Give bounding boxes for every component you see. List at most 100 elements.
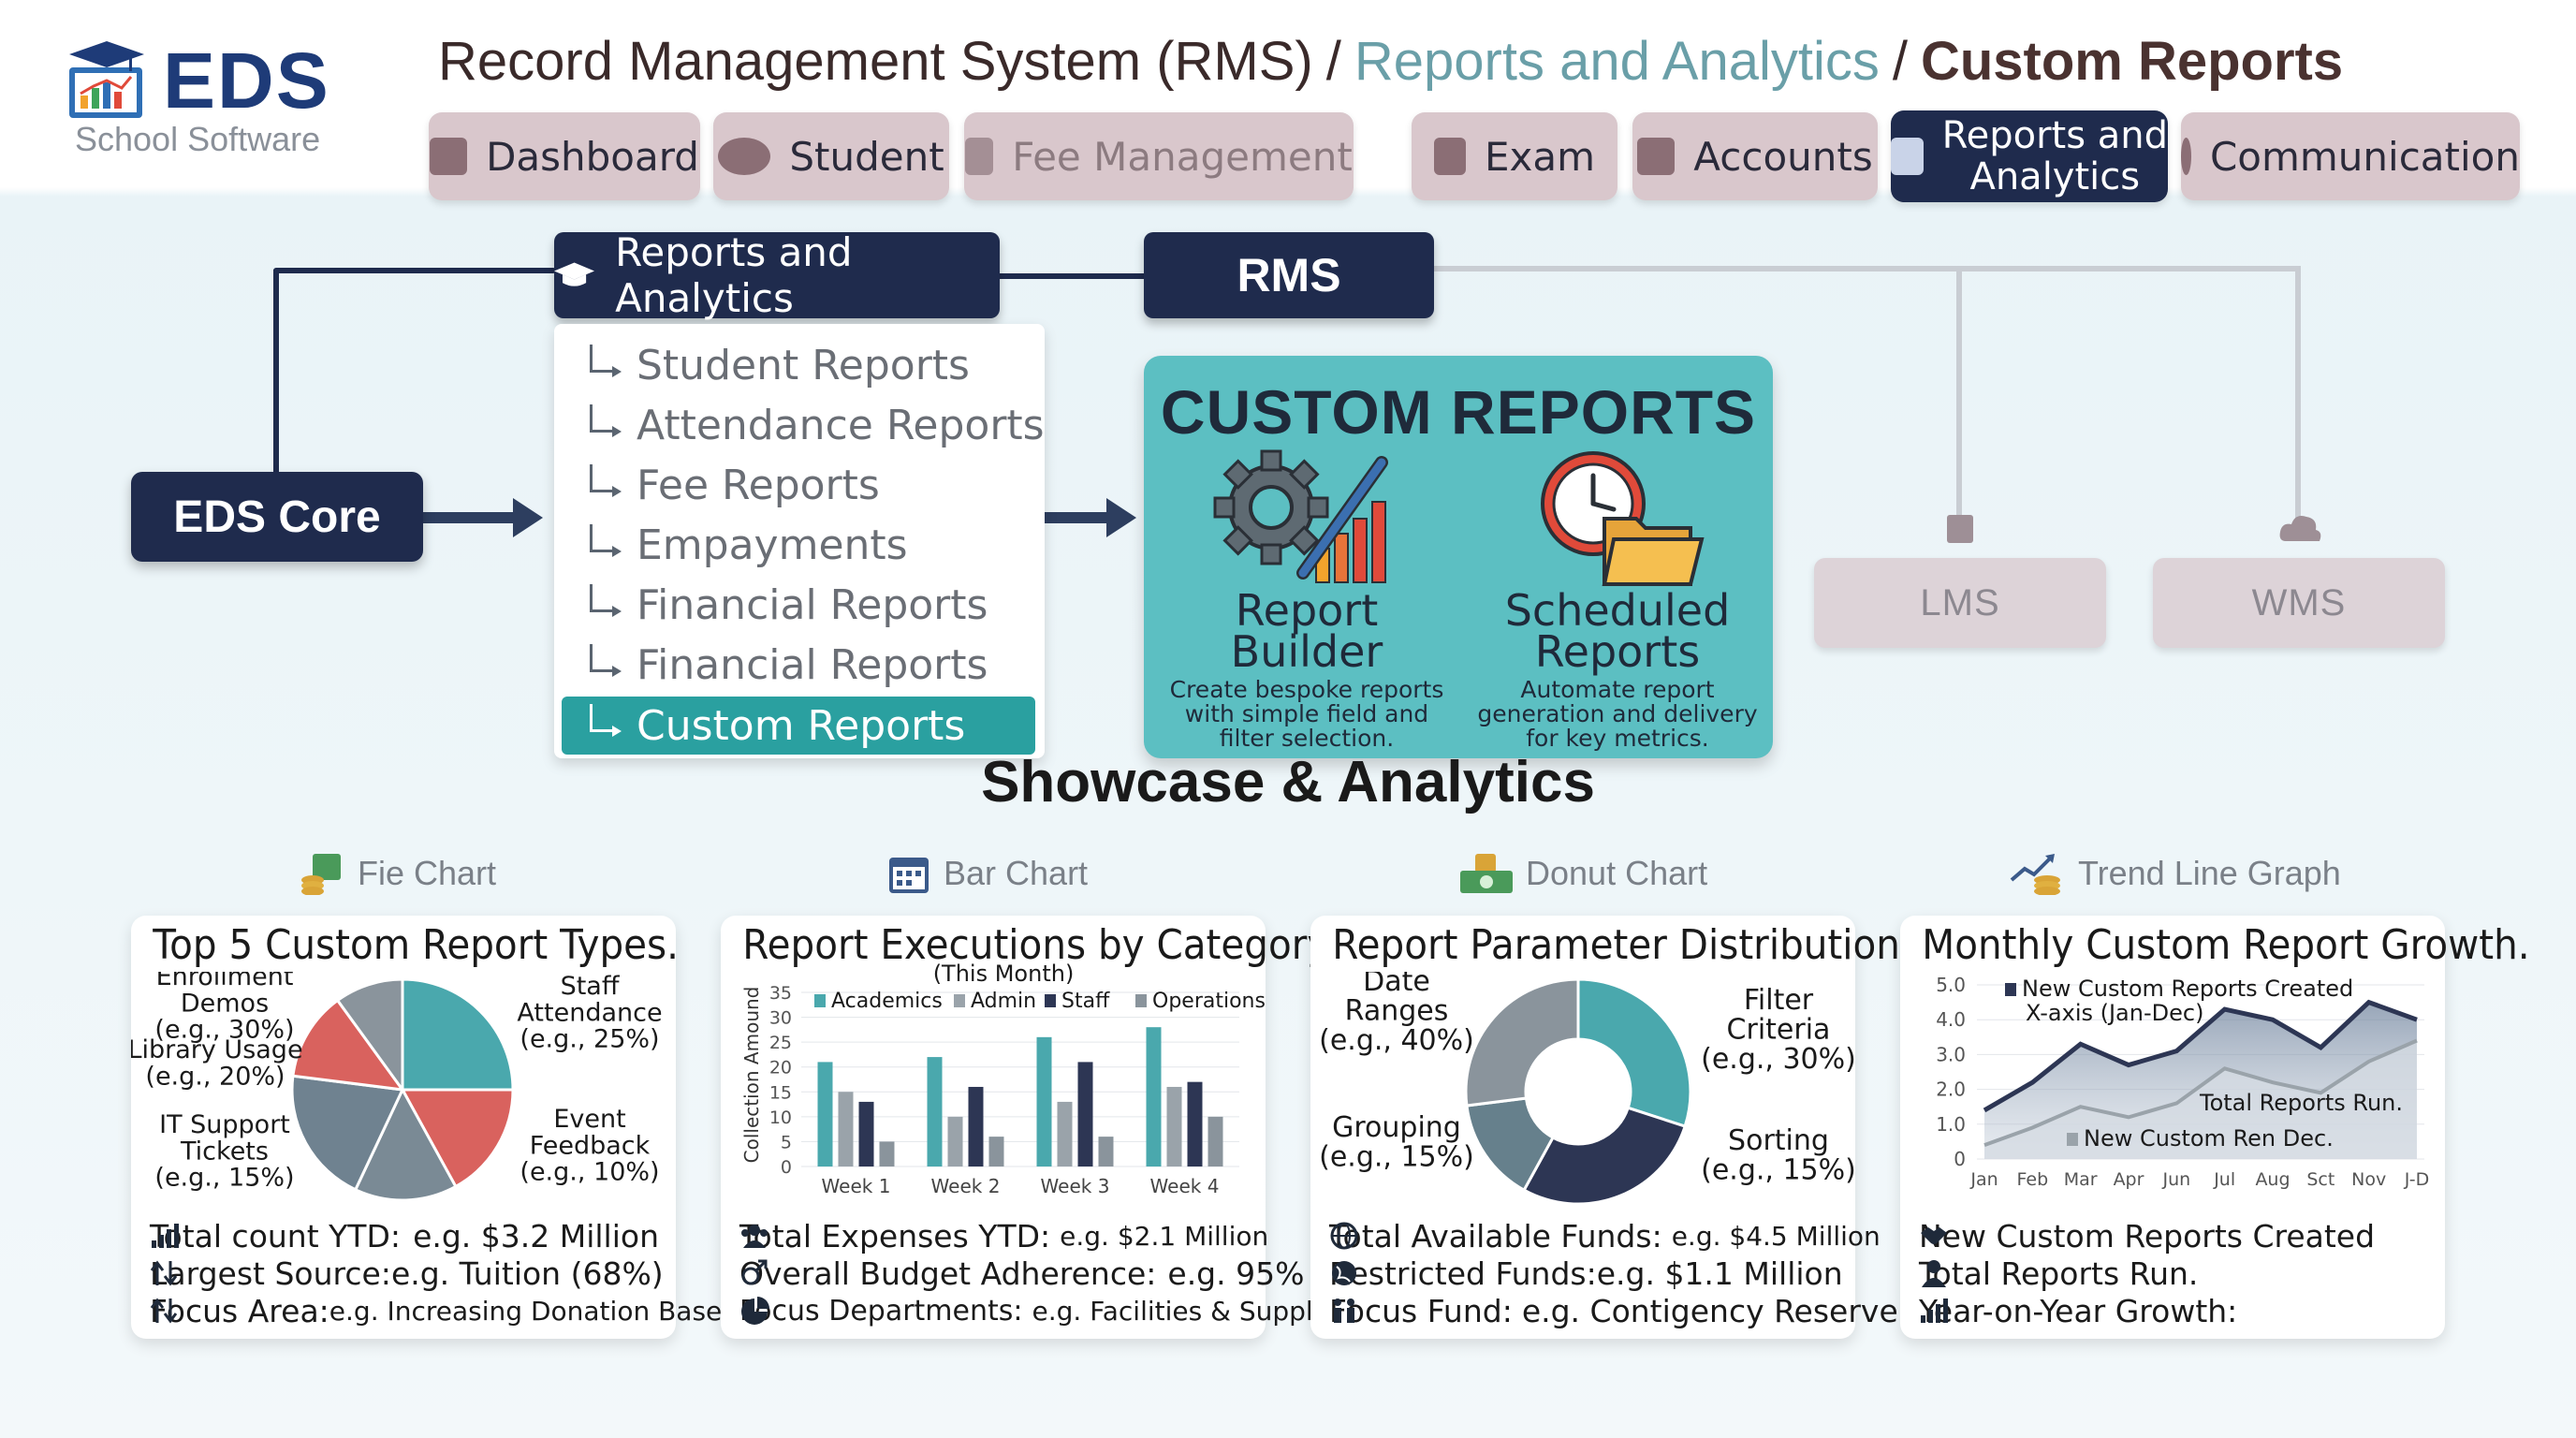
legend-entry: New Custom Ren Dec. (2084, 1125, 2334, 1152)
trend-chart-label: Trend Line Graph (2009, 852, 2341, 895)
x-tick-label: Jan (1969, 1169, 1998, 1190)
wms-node[interactable]: WMS (2153, 558, 2445, 648)
arrow-branch-icon (590, 345, 622, 377)
exam-icon (1433, 138, 1466, 175)
bar (968, 1086, 984, 1167)
pie-slice (401, 977, 515, 1092)
connector-line-gray (1434, 266, 2301, 271)
bar (858, 1101, 874, 1167)
menu-item-label: Fee Reports (637, 461, 880, 509)
menu-item-custom-reports[interactable]: Custom Reports (562, 697, 1035, 755)
bar (879, 1141, 895, 1167)
x-tick-label: Week 4 (1150, 1175, 1220, 1197)
stat-row: Restricted Funds:e.g. $1.1 Million (1329, 1255, 1843, 1292)
people-icon (1334, 1299, 1354, 1323)
donut-segment (1464, 977, 1580, 1108)
x-tick-label: J-D (2404, 1169, 2429, 1190)
user-icon (1922, 1260, 1946, 1287)
arrow-right-icon (1045, 498, 1136, 537)
stat-row: Focus Fund:e.g. Contigency Reserve (1329, 1292, 1898, 1329)
x-tick-label: Jun (2161, 1169, 2190, 1190)
connector-line-gray (1956, 266, 1962, 519)
donut-chart-label: Donut Chart (1458, 852, 1707, 895)
legend-entry: Operations (1152, 990, 1266, 1013)
pie-slice (335, 977, 404, 1094)
y-tick-label: 5 (781, 1132, 792, 1152)
dashboard-icon (430, 138, 468, 175)
y-tick-label: 0 (1954, 1148, 1966, 1170)
connector-line-gray (2295, 266, 2301, 519)
arrow-branch-icon (590, 584, 622, 617)
breadcrumb: Record Management System (RMS)/Reports a… (438, 30, 2343, 93)
rms-node[interactable]: RMS (1144, 232, 1434, 318)
y-tick-label: 1.0 (1936, 1113, 1966, 1136)
y-tick-label: 20 (769, 1058, 792, 1078)
y-axis-label: Collection Amound (740, 987, 763, 1164)
stat-row: Year-on-Year Growth: (1919, 1292, 2238, 1329)
nav-accounts-button[interactable]: Accounts (1632, 112, 1878, 200)
legend-entry: New Custom Reports Created (2022, 976, 2353, 1002)
stat-row: Overall Budget Adherence:e.g. 95% (739, 1255, 1305, 1292)
y-tick-label: 25 (769, 1033, 792, 1053)
y-tick-label: 10 (769, 1108, 792, 1128)
legend-swatch (954, 994, 965, 1007)
menu-item-financial-reports-2[interactable]: Financial Reports (562, 637, 1035, 693)
nav-dashboard-button[interactable]: Dashboard (429, 112, 700, 200)
bar-growth-icon (1921, 1299, 1948, 1323)
eds-core-node[interactable]: EDS Core (131, 472, 423, 562)
y-tick-label: 0 (781, 1157, 792, 1178)
nav-communication-button[interactable]: Communication (2181, 112, 2520, 200)
lms-node[interactable]: LMS (1814, 558, 2106, 648)
chart-annotation: X-axis (Jan-Dec) (2026, 1000, 2203, 1026)
up-down-arrows-icon (150, 1298, 178, 1324)
legend-entry: Academics (831, 990, 943, 1013)
stat-row: Focus Departments:e.g. Facilities & Supp… (739, 1294, 1351, 1328)
reports-analytics-node[interactable]: Reports and Analytics (554, 229, 1000, 321)
menu-item-financial-reports[interactable]: Financial Reports (562, 577, 1035, 633)
bar (838, 1092, 854, 1167)
cloud-icon (2279, 516, 2321, 541)
reports-menu: Student Reports Attendance Reports Fee R… (554, 324, 1045, 758)
trend-coins-icon (2010, 854, 2060, 895)
donut-segment-label: Sorting(e.g., 15%) (1701, 1124, 1855, 1187)
pie-slice-label: Library Usage(e.g., 20%) (131, 1035, 303, 1091)
showcase-title: Showcase & Analytics (981, 750, 1595, 814)
nav-exam-button[interactable]: Exam (1412, 112, 1617, 200)
logo-tagline: School Software (75, 120, 321, 158)
card-title: Top 5 Custom Report Types. (153, 921, 680, 969)
card-title: Report Executions by Category (742, 921, 1330, 969)
globe-icon (1332, 1261, 1356, 1285)
calendar-icon (889, 858, 929, 893)
book-icon (1947, 515, 1973, 543)
eds-logo[interactable]: EDS School Software (56, 28, 365, 169)
bar (1036, 1036, 1052, 1167)
money-stack-icon (301, 854, 341, 895)
reports-analytics-label: Reports and Analytics (615, 229, 853, 321)
pie-slice (400, 1088, 515, 1189)
menu-item-label: Attendance Reports (637, 401, 1045, 449)
donut-segment (1576, 977, 1692, 1128)
menu-item-attendance-reports[interactable]: Attendance Reports (562, 397, 1045, 453)
nav-student-button[interactable]: Student (713, 112, 949, 200)
breadcrumb-rms[interactable]: Record Management System (RMS) (438, 31, 1313, 92)
menu-item-fee-reports[interactable]: Fee Reports (562, 457, 1035, 513)
menu-item-empayments[interactable]: Empayments (562, 517, 1035, 573)
nav-reports-button[interactable]: Reports and Analytics (1891, 110, 2168, 202)
menu-item-label: Financial Reports (637, 580, 988, 629)
bar (1187, 1081, 1203, 1167)
menu-item-student-reports[interactable]: Student Reports (562, 337, 1035, 393)
nav-fee-button[interactable]: Fee Management (964, 112, 1354, 200)
series-line (1983, 999, 2418, 1113)
arrow-branch-icon (590, 524, 622, 557)
connector-line (273, 270, 279, 476)
x-tick-label: Jul (2213, 1169, 2235, 1190)
breadcrumb-reports[interactable]: Reports and Analytics (1354, 31, 1880, 92)
legend-swatch (2005, 983, 2016, 996)
